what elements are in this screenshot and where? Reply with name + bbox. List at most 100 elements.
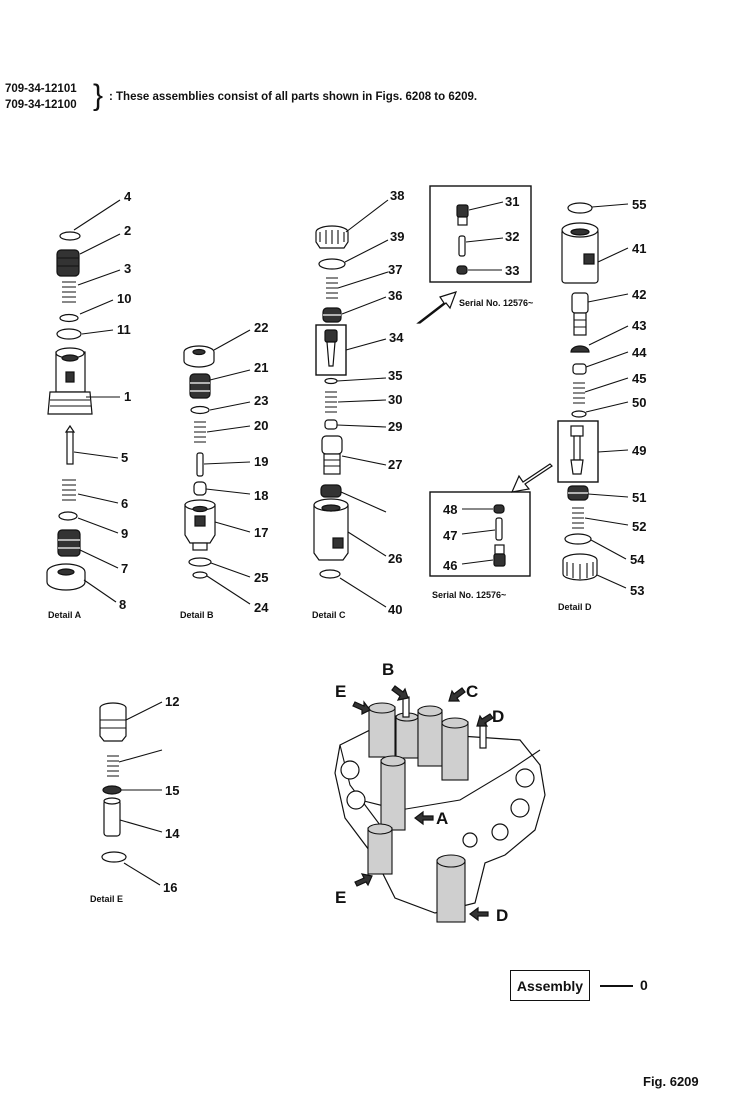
part-4-oring[interactable] <box>59 231 81 241</box>
part-30-spring[interactable] <box>325 391 337 413</box>
valve-label-b: B <box>382 660 394 679</box>
part-20-spring[interactable] <box>194 421 206 443</box>
part-33-seat[interactable] <box>456 265 468 275</box>
callout-1: 1 <box>124 389 131 404</box>
arrow-49-to-serial <box>511 463 553 493</box>
part-32-pin[interactable] <box>458 235 466 257</box>
part-54-oring[interactable] <box>564 533 592 545</box>
callout-51: 51 <box>632 490 646 505</box>
part-2-spring-seat[interactable] <box>56 249 80 277</box>
callout-18: 18 <box>254 488 268 503</box>
callout-25: 25 <box>254 570 268 585</box>
part-46-poppet[interactable] <box>493 544 506 567</box>
part-24-ring[interactable] <box>192 571 208 579</box>
callout-16: 16 <box>163 880 177 895</box>
part-37-spring[interactable] <box>326 277 338 299</box>
callout-48: 48 <box>443 502 457 517</box>
part-31-poppet[interactable] <box>456 204 469 226</box>
part-48-seat[interactable] <box>493 504 505 514</box>
part-49-spool[interactable] <box>570 425 584 475</box>
callout-29: 29 <box>388 419 402 434</box>
part-5-plunger[interactable] <box>64 424 76 465</box>
detail-b-label: Detail B <box>180 610 214 620</box>
callout-17: 17 <box>254 525 268 540</box>
part-7-spring-seat[interactable] <box>57 529 81 557</box>
part-6-spring[interactable] <box>62 479 76 501</box>
part-8-plug[interactable] <box>46 563 86 591</box>
callout-2: 2 <box>124 223 131 238</box>
callout-44: 44 <box>632 345 647 360</box>
callout-20: 20 <box>254 418 268 433</box>
callout-52: 52 <box>632 519 646 534</box>
part-55-oring[interactable] <box>567 202 593 214</box>
part-22-nut[interactable] <box>183 345 215 368</box>
part-21-spring-seat[interactable] <box>189 373 211 399</box>
callout-3: 3 <box>124 261 131 276</box>
assembly-button[interactable]: Assembly <box>510 970 590 1001</box>
part-23-ring[interactable] <box>190 405 210 415</box>
part-1-housing[interactable] <box>47 347 93 415</box>
part-19-pin[interactable] <box>196 452 204 477</box>
main-valve-assembly[interactable] <box>334 685 546 923</box>
part-35-ring[interactable] <box>324 377 338 385</box>
callout-14: 14 <box>165 826 180 841</box>
callout-31: 31 <box>505 194 519 209</box>
part-36-seat[interactable] <box>322 307 342 323</box>
callout-26: 26 <box>388 551 402 566</box>
part-14-piston[interactable] <box>103 797 121 837</box>
part-15-seat[interactable] <box>102 785 122 795</box>
part-28-seat[interactable] <box>320 484 342 498</box>
part-9-ring[interactable] <box>58 511 78 521</box>
part-34-poppet[interactable] <box>324 329 338 367</box>
serial-label-lower: Serial No. 12576~ <box>432 590 506 600</box>
part-25-oring[interactable] <box>188 557 212 567</box>
callout-21: 21 <box>254 360 268 375</box>
callout-32: 32 <box>505 229 519 244</box>
callout-40: 40 <box>388 602 402 617</box>
callout-43: 43 <box>632 318 646 333</box>
arrow-34-to-serial <box>416 291 457 324</box>
part-10-ring[interactable] <box>59 313 79 323</box>
brace-glyph: } <box>93 79 104 112</box>
part-16-oring[interactable] <box>101 851 127 863</box>
callout-34: 34 <box>389 330 404 345</box>
valve-label-e-bottom: E <box>335 888 346 907</box>
part-42-piston[interactable] <box>571 292 589 336</box>
part-39-oring[interactable] <box>318 258 346 270</box>
part-44-seat[interactable] <box>572 363 587 375</box>
part-51-seat[interactable] <box>567 485 589 501</box>
detail-c-group: 38 39 37 36 34 35 30 29 27 26 40 Detail … <box>312 188 404 620</box>
part-38-plug[interactable] <box>315 225 349 249</box>
callout-11: 11 <box>117 322 131 337</box>
callout-24: 24 <box>254 600 269 615</box>
callout-12: 12 <box>165 694 179 709</box>
part-18-piston[interactable] <box>193 481 207 496</box>
callout-42: 42 <box>632 287 646 302</box>
serial-box-lower: 48 47 46 Serial No. 12576~ <box>429 491 531 600</box>
part-11-oring[interactable] <box>56 328 82 340</box>
part-52-spring[interactable] <box>572 507 584 529</box>
part-47-pin[interactable] <box>495 517 503 541</box>
part-50-ring[interactable] <box>571 410 587 418</box>
part-41-housing[interactable] <box>561 222 599 284</box>
part-26-housing[interactable] <box>313 498 349 561</box>
valve-label-d-bottom: D <box>496 906 508 925</box>
part-40-oring[interactable] <box>319 569 341 579</box>
part-45-spring[interactable] <box>573 382 585 404</box>
part-27-piston[interactable] <box>321 435 343 475</box>
part-17-housing[interactable] <box>184 499 216 551</box>
callout-7: 7 <box>121 561 128 576</box>
callout-35: 35 <box>388 368 402 383</box>
part-12-plug[interactable] <box>99 702 127 742</box>
header-description: : These assemblies consist of all parts … <box>109 91 478 103</box>
callout-30: 30 <box>388 392 402 407</box>
part-53-plug[interactable] <box>562 553 598 581</box>
part-29-seat[interactable] <box>324 419 338 430</box>
callout-19: 19 <box>254 454 268 469</box>
part-3-spring[interactable] <box>62 281 76 303</box>
part-43-seat[interactable] <box>570 345 590 353</box>
figure-number: Fig. 6209 <box>643 1074 699 1089</box>
callout-33: 33 <box>505 263 519 278</box>
part-13-spring[interactable] <box>107 755 119 777</box>
callout-4: 4 <box>124 189 132 204</box>
